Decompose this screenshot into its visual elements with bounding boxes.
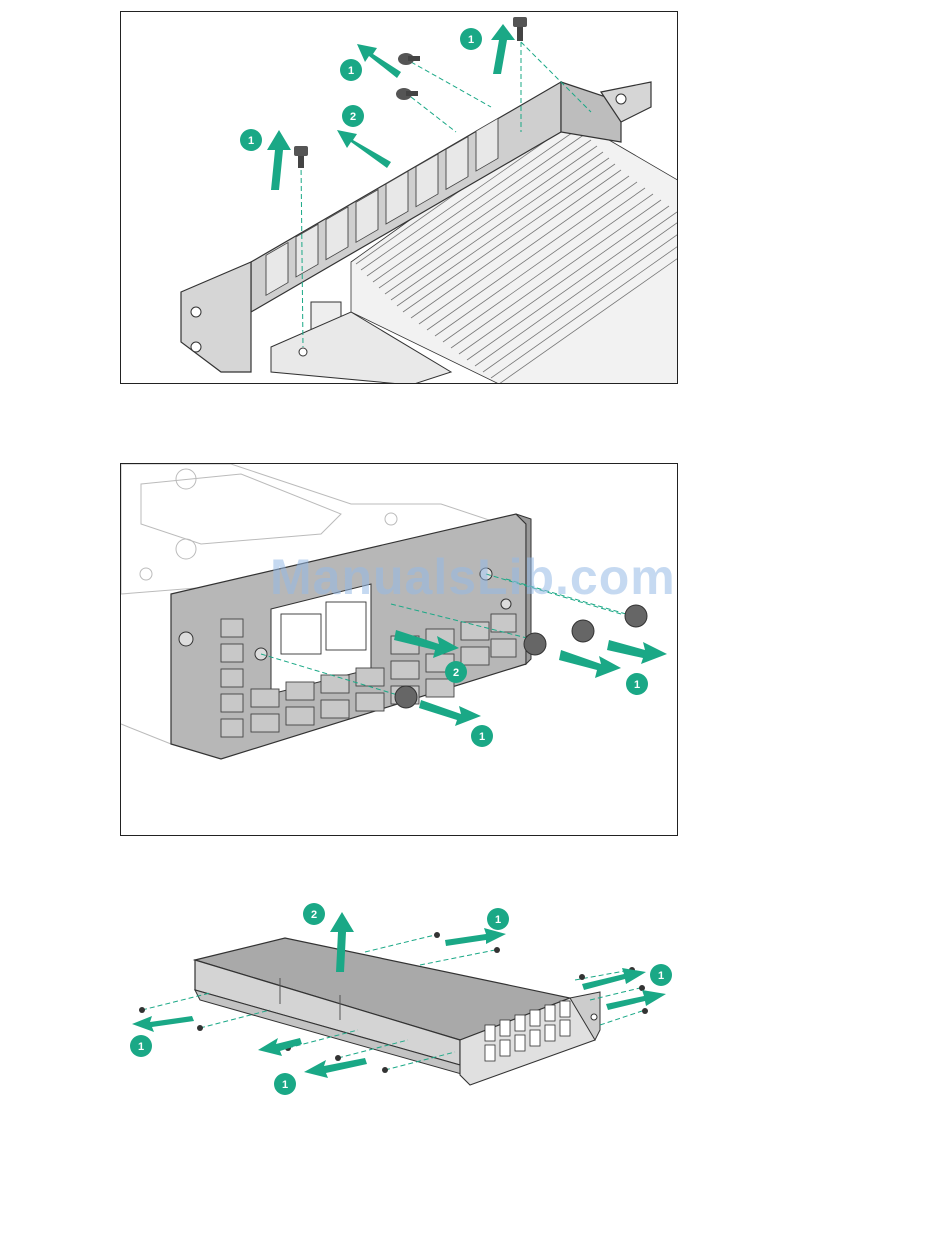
figure-panel-2: 1 1 2 <box>120 463 678 836</box>
watermark: ManualsLib.com <box>270 548 676 606</box>
svg-text:1: 1 <box>658 970 664 982</box>
figure-panel-3: 1 1 1 1 2 <box>120 880 700 1110</box>
svg-text:1: 1 <box>282 1079 288 1091</box>
svg-text:1: 1 <box>248 135 254 147</box>
svg-text:2: 2 <box>311 909 317 921</box>
svg-text:1: 1 <box>479 731 485 743</box>
step-callout-1: 1 1 <box>471 673 648 747</box>
svg-text:1: 1 <box>495 914 501 926</box>
svg-text:2: 2 <box>350 111 356 123</box>
step-callout-2: 2 <box>445 661 467 683</box>
illustration-card-cover-removal: 1 1 1 1 2 <box>120 880 700 1110</box>
svg-text:1: 1 <box>138 1041 144 1053</box>
illustration-bracket-removal-top: 1 1 1 2 <box>121 12 678 384</box>
figure-panel-1: 1 1 1 2 <box>120 11 678 384</box>
svg-text:1: 1 <box>348 65 354 77</box>
card-cover <box>195 938 600 1085</box>
svg-text:1: 1 <box>468 34 474 46</box>
step-callout-2: 2 <box>342 105 364 127</box>
svg-text:1: 1 <box>634 679 640 691</box>
illustration-bracket-removal-side: 1 1 2 <box>121 464 678 836</box>
step-callout-2: 2 <box>303 903 325 925</box>
svg-text:2: 2 <box>453 667 459 679</box>
